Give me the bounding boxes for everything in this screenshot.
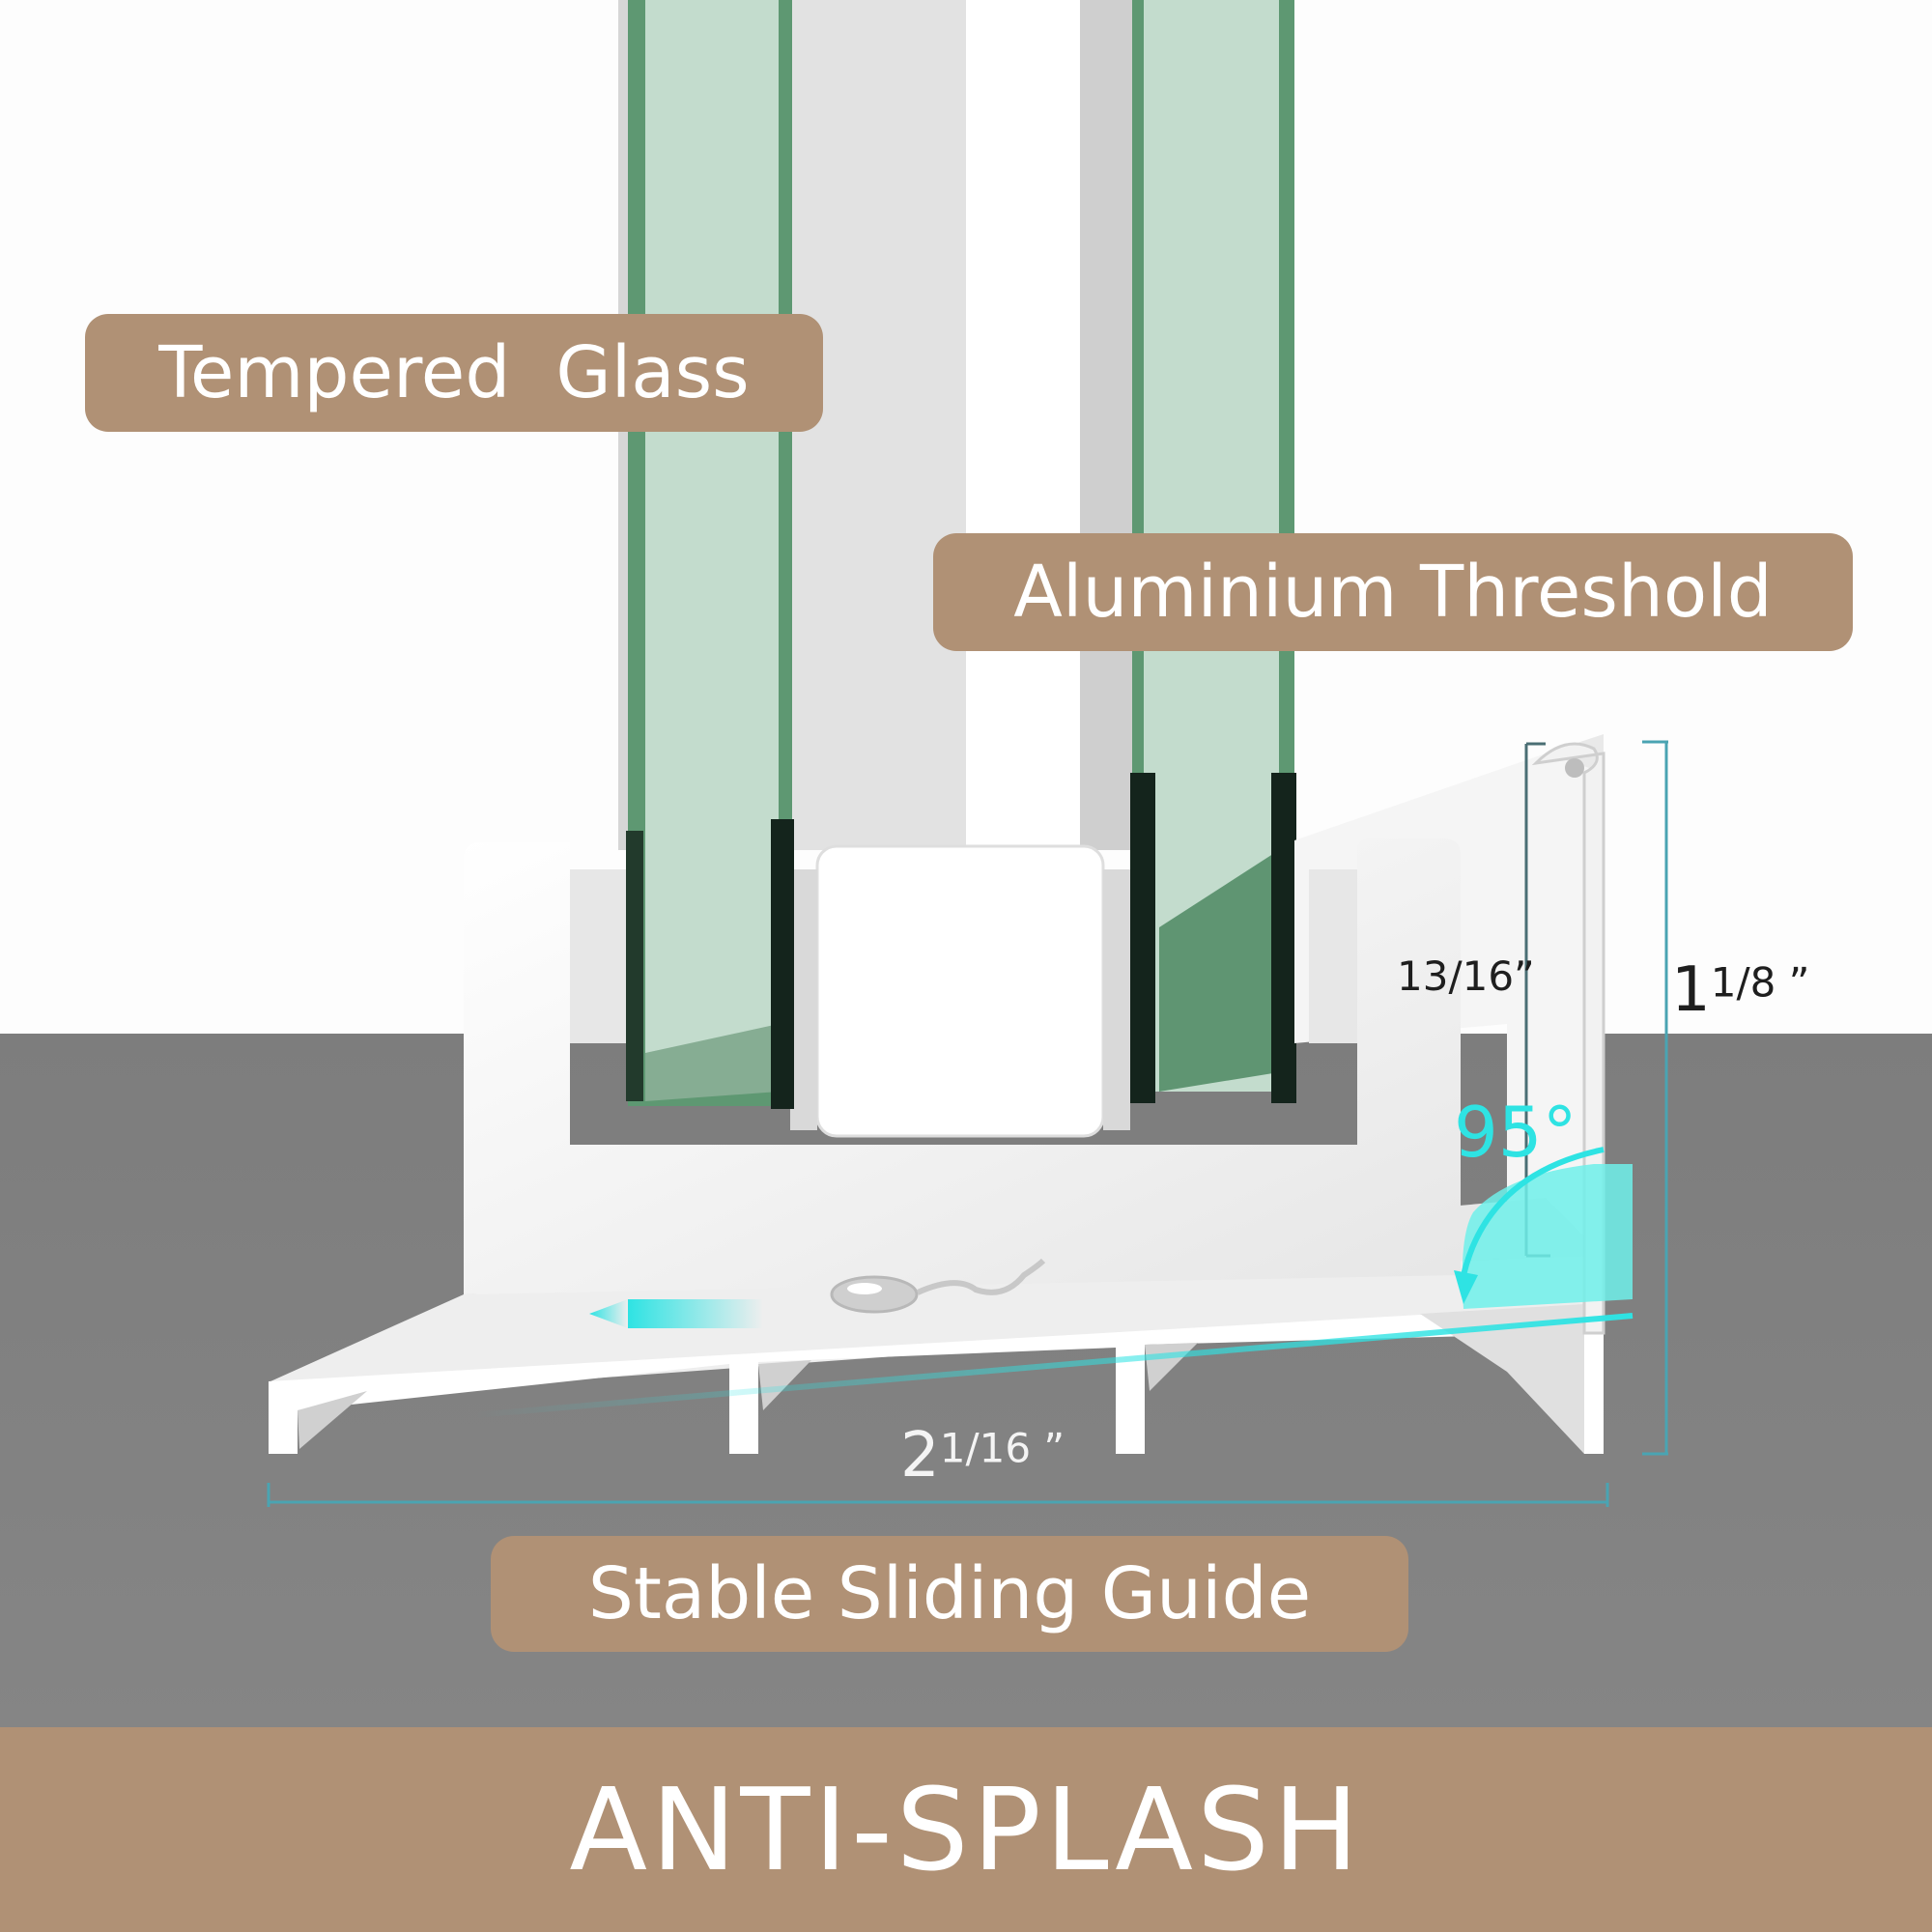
- tempered-glass-label: Tempered Glass: [85, 314, 823, 432]
- glass-panel-front: [626, 0, 794, 1109]
- dimension-lines: [267, 740, 1668, 1507]
- slope-angle-label: 95°: [1454, 1092, 1577, 1173]
- slope-highlight: [472, 676, 1635, 1418]
- water-drop: [830, 1258, 1046, 1314]
- aluminium-threshold-label: Aluminium Threshold: [933, 533, 1853, 651]
- anti-splash-banner: ANTI-SPLASH: [0, 1727, 1932, 1932]
- total-height-fraction: 1/8 ”: [1710, 958, 1810, 1007]
- width-dimension: 21/16 ”: [900, 1420, 1065, 1492]
- width-fraction: 1/16 ”: [939, 1424, 1065, 1472]
- stable-sliding-guide-label: Stable Sliding Guide: [491, 1536, 1408, 1652]
- flow-arrows: [589, 1299, 763, 1328]
- width-whole: 2: [900, 1420, 940, 1492]
- u-channel: [464, 838, 1461, 1294]
- total-height-dimension: 11/8 ”: [1671, 954, 1809, 1026]
- inner-height-dimension: 13/16”: [1397, 952, 1535, 1000]
- total-height-whole: 1: [1671, 954, 1711, 1026]
